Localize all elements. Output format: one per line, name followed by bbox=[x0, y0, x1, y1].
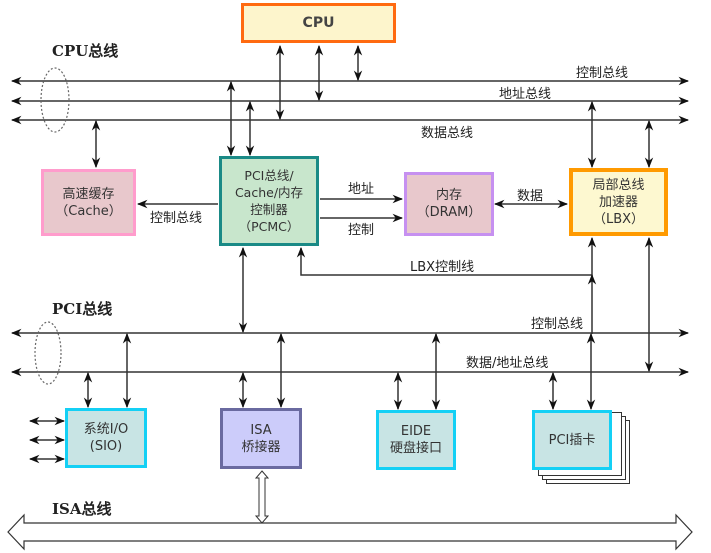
eide-block: EIDE 硬盘接口 bbox=[376, 410, 456, 470]
isa-bus-arrow bbox=[7, 513, 693, 551]
lbx-label-line-3: （LBX） bbox=[592, 211, 645, 227]
pcmc-label-line-3: 控制器 bbox=[250, 202, 288, 217]
cache-label-line-1: 高速缓存 bbox=[62, 186, 115, 202]
lbx-label-line-2: 加速器 bbox=[598, 194, 638, 210]
sio-label-line-2: (SIO) bbox=[89, 439, 123, 454]
isa-bus-label: ISA总线 bbox=[52, 500, 112, 518]
eide-label-line-1: EIDE bbox=[400, 424, 432, 439]
cpu-data-bus-label: 数据总线 bbox=[421, 126, 474, 141]
sio-block: 系统I/O (SIO) bbox=[65, 408, 147, 468]
pci-card-block: PCI插卡 bbox=[532, 410, 612, 470]
eide-label-line-2: 硬盘接口 bbox=[389, 441, 442, 456]
dram-block: 内存 （DRAM） bbox=[404, 172, 494, 236]
lbx-control-line bbox=[296, 236, 597, 276]
lbx-label-line-1: 局部总线 bbox=[592, 177, 645, 193]
pcmc-label-line-1: PCI总线/ bbox=[244, 168, 294, 183]
sio-label-line-1: 系统I/O bbox=[83, 422, 129, 437]
pcmc-label-line-4: （PCMC） bbox=[238, 219, 300, 234]
dram-address-label: 地址 bbox=[348, 182, 375, 197]
cache-label-line-2: （Cache） bbox=[55, 203, 122, 219]
dram-label-line-2: （DRAM） bbox=[416, 205, 482, 220]
pci-card-label: PCI插卡 bbox=[548, 432, 596, 448]
lbx-block: 局部总线 加速器 （LBX） bbox=[569, 168, 668, 236]
cache-control-label: 控制总线 bbox=[150, 211, 203, 226]
cpu-bus-label: CPU总线 bbox=[52, 42, 119, 60]
pci-bus-group-ellipse bbox=[34, 321, 62, 385]
isa-bridge-label-line-1: ISA bbox=[250, 422, 272, 438]
cpu-control-bus-label: 控制总线 bbox=[576, 66, 629, 81]
cpu-block: CPU bbox=[241, 3, 396, 43]
cpu-address-bus-label: 地址总线 bbox=[499, 87, 552, 102]
lbx-control-line-label: LBX控制线 bbox=[410, 260, 475, 275]
isa-bridge-label-line-2: 桥接器 bbox=[241, 439, 281, 455]
dram-control-label: 控制 bbox=[348, 223, 375, 238]
pci-control-bus-label: 控制总线 bbox=[531, 317, 584, 332]
cpu-bus-group-ellipse bbox=[40, 67, 70, 133]
pci-bus-label: PCI总线 bbox=[52, 300, 113, 318]
dram-data-label: 数据 bbox=[517, 189, 544, 204]
cpu-label: CPU bbox=[302, 14, 335, 31]
isa-bridge-block: ISA 桥接器 bbox=[220, 408, 302, 469]
pcmc-block: PCI总线/ Cache/内存 控制器 （PCMC） bbox=[219, 156, 319, 246]
pci-data-address-bus-label: 数据/地址总线 bbox=[466, 356, 549, 371]
dram-label-line-1: 内存 bbox=[435, 188, 462, 203]
pcmc-label-line-2: Cache/内存 bbox=[234, 185, 304, 200]
isa-bridge-bus-connector bbox=[254, 470, 270, 524]
cache-block: 高速缓存 （Cache） bbox=[41, 169, 136, 236]
